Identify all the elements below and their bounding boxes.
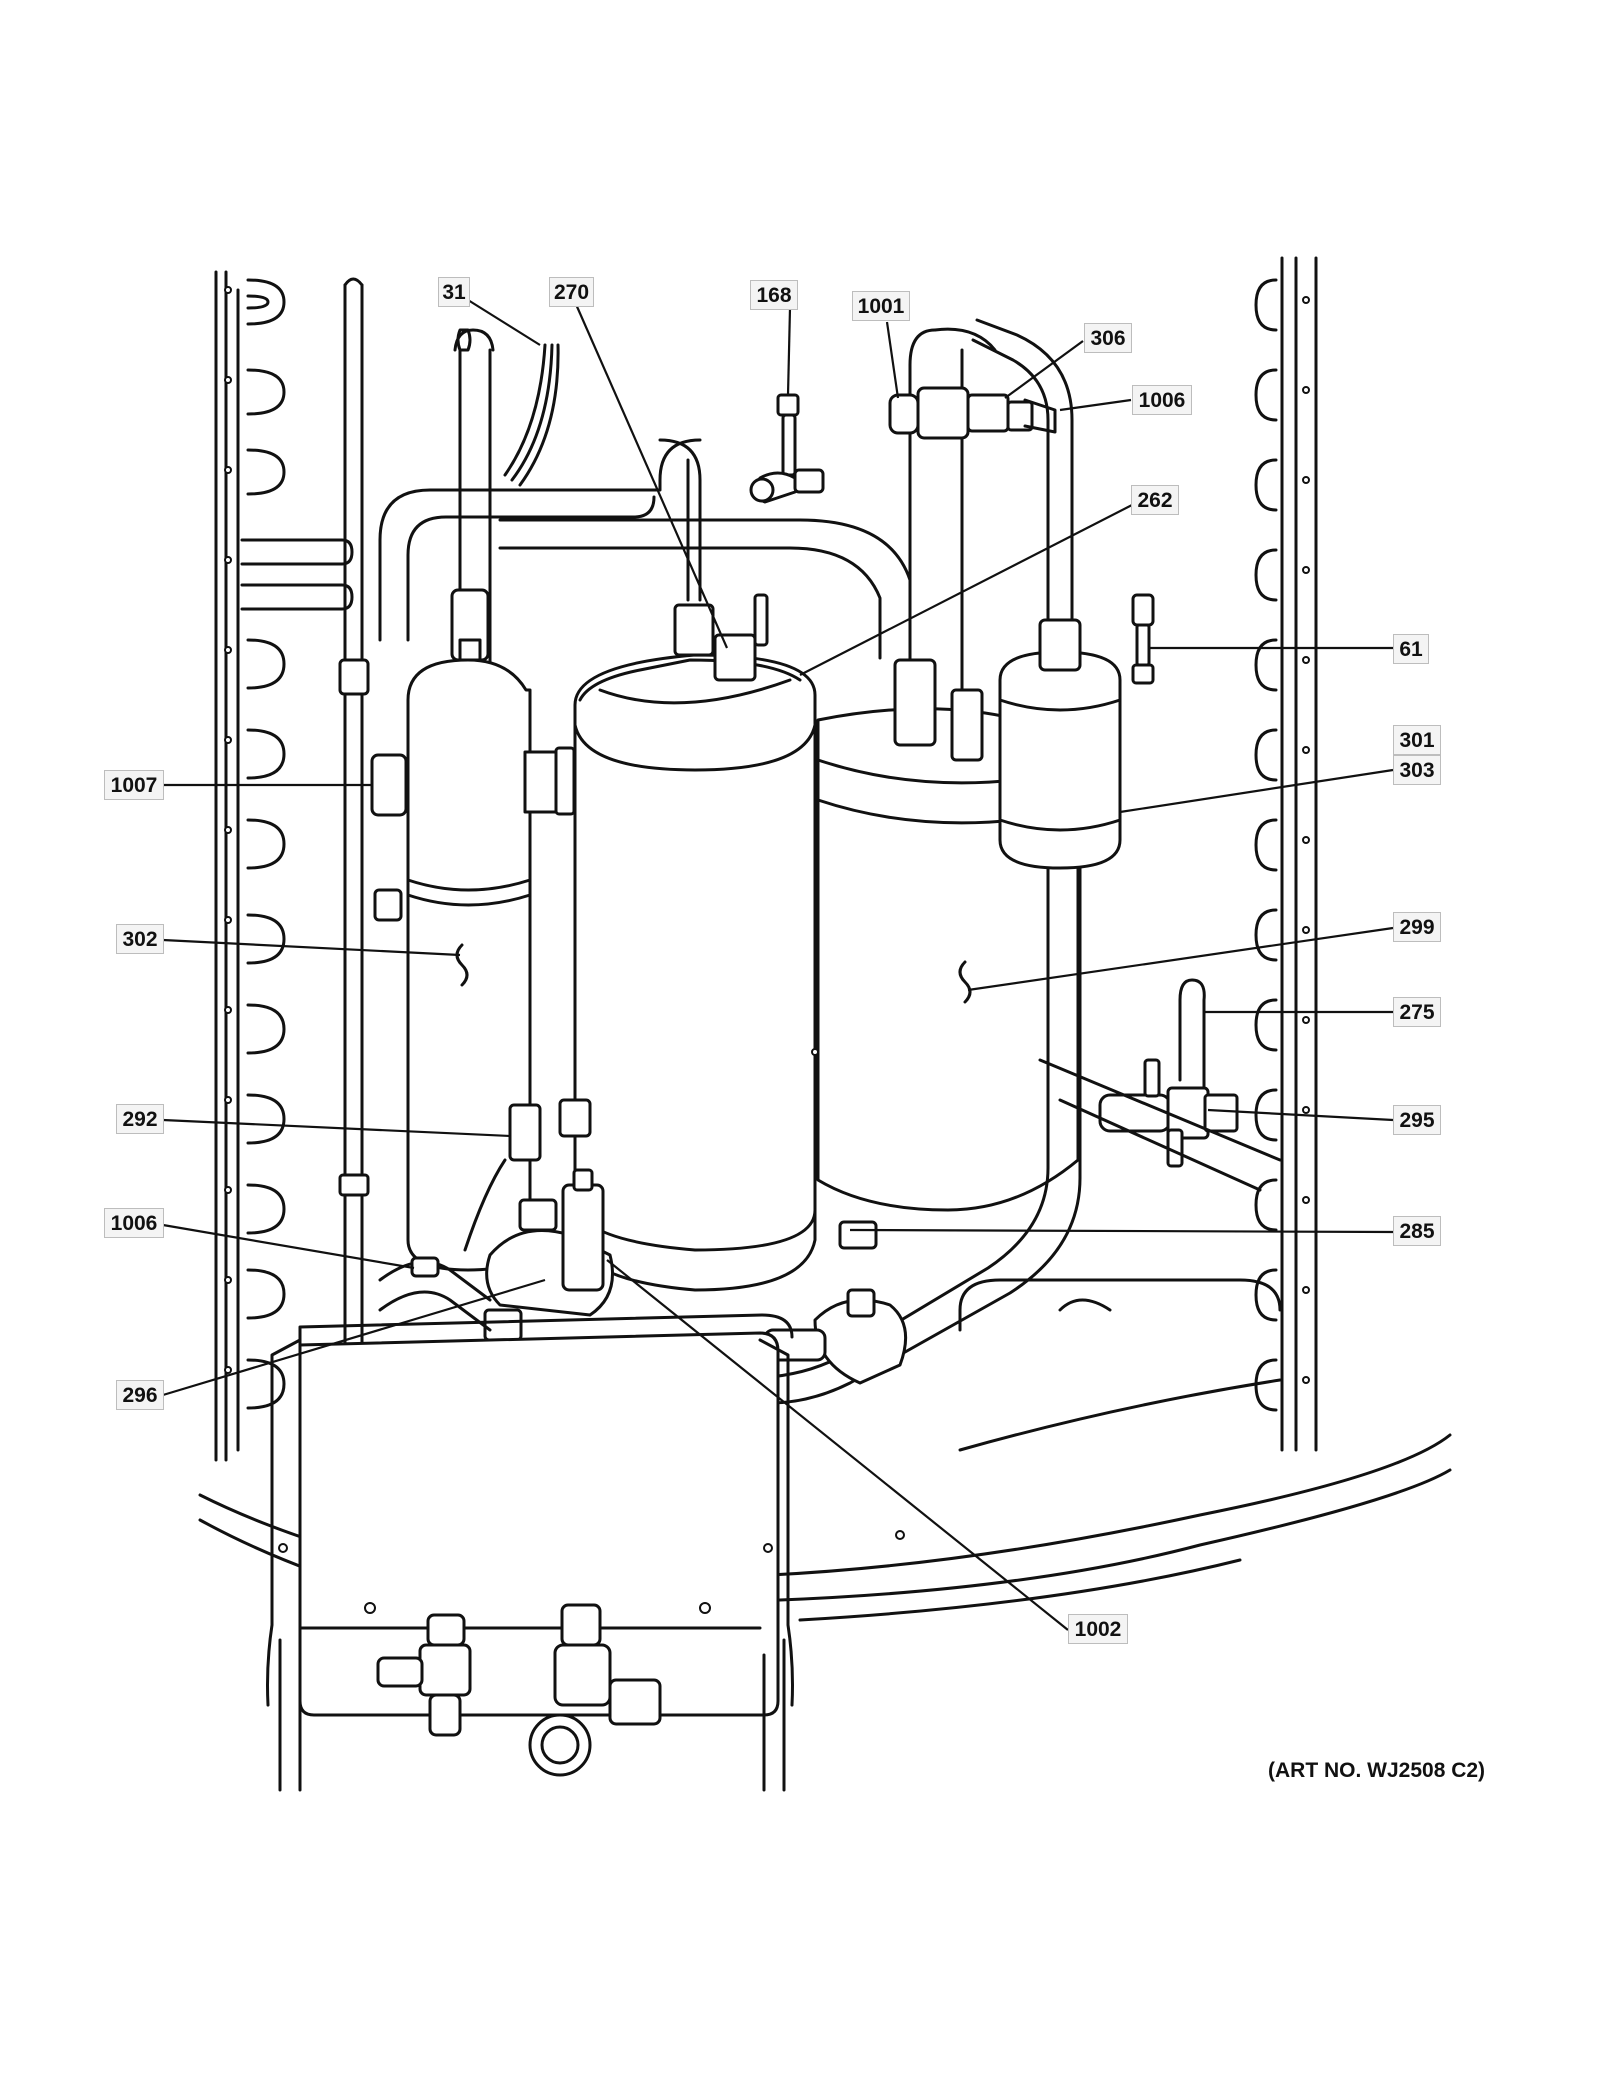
callout-1006-top: 1006 (1132, 385, 1192, 415)
right-coil-frame (1254, 256, 1318, 1452)
service-valve-1001-306 (888, 386, 1057, 440)
callout-292: 292 (116, 1104, 164, 1134)
callout-168: 168 (750, 280, 798, 310)
callout-270: 270 (549, 277, 594, 307)
vapor-service-valve (528, 1603, 662, 1777)
callout-301: 301 (1393, 725, 1441, 755)
service-valve-bracket (266, 1313, 905, 1792)
callout-296: 296 (116, 1380, 164, 1410)
schrader-valve-168 (749, 393, 825, 504)
accumulator-302 (406, 588, 576, 1272)
reversing-valve-275-295 (1038, 978, 1282, 1192)
callout-275: 275 (1393, 997, 1441, 1027)
leader-lines (162, 299, 1394, 1631)
art-number-note: (ART NO. WJ2508 C2) (1268, 1759, 1486, 1782)
callout-1001: 1001 (852, 291, 910, 321)
callout-306: 306 (1084, 323, 1132, 353)
liquid-service-valve (376, 1613, 472, 1737)
callout-1002: 1002 (1068, 1614, 1128, 1644)
callout-295: 295 (1393, 1105, 1441, 1135)
callout-1007: 1007 (104, 770, 164, 800)
callout-1006-bottom: 1006 (104, 1208, 164, 1238)
wire-harness-31 (503, 343, 560, 487)
callout-61: 61 (1393, 634, 1429, 664)
callout-303: 303 (1393, 755, 1441, 785)
callout-299: 299 (1393, 912, 1441, 942)
suction-tubes (893, 327, 997, 762)
lower-valves (378, 1098, 908, 1385)
compressor-main (573, 593, 819, 1292)
left-coil-frame (214, 270, 354, 1462)
callout-302: 302 (116, 924, 164, 954)
callout-285: 285 (1393, 1216, 1441, 1246)
callout-31: 31 (438, 277, 470, 307)
callout-262: 262 (1131, 485, 1179, 515)
left-vertical-tube (338, 277, 408, 1487)
filter-drier-301-303 (746, 318, 1122, 1405)
pressure-switch-61 (1131, 593, 1155, 685)
